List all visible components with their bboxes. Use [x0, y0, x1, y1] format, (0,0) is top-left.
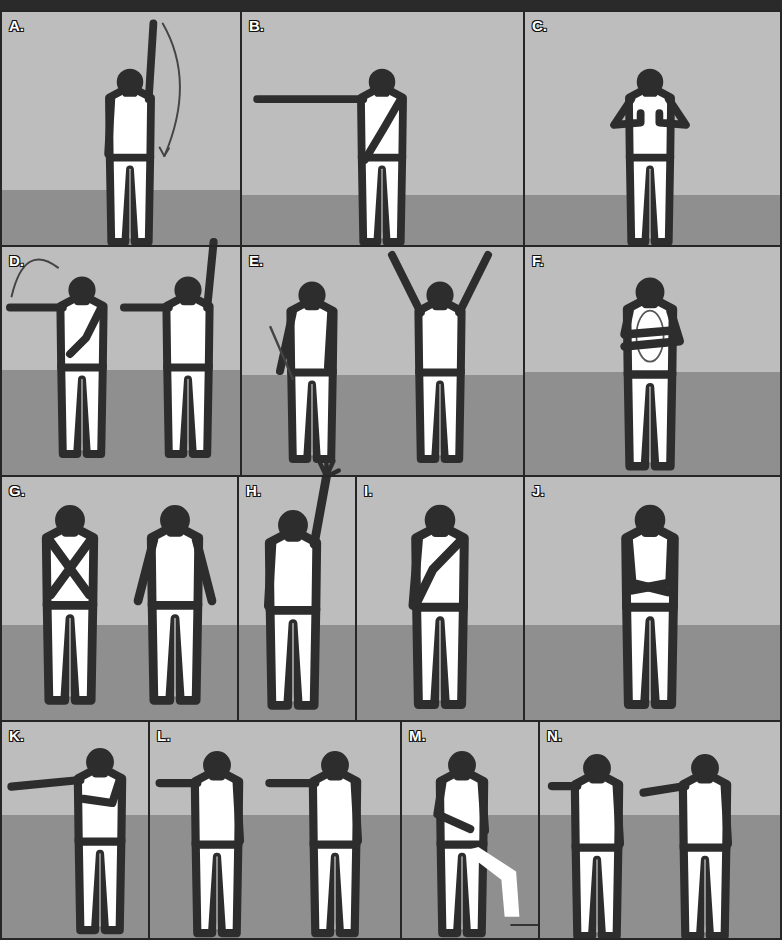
panel-letter: B.	[249, 17, 264, 34]
signal-panel: H.	[237, 475, 357, 722]
signal-panel: K.	[0, 720, 150, 940]
panel-letter: M.	[409, 727, 426, 744]
panel-letter: C.	[532, 17, 547, 34]
signal-panel: F.	[523, 245, 782, 477]
panel-letter: N.	[547, 727, 562, 744]
panel-letter: E.	[249, 252, 263, 269]
signal-panel: I.	[355, 475, 525, 722]
signal-panel: N.	[538, 720, 782, 940]
panel-letter: A.	[9, 17, 24, 34]
panel-letter: L.	[157, 727, 170, 744]
signal-panel: B.	[240, 10, 525, 247]
signal-panel: G.	[0, 475, 239, 722]
panel-letter: H.	[246, 482, 261, 499]
signal-panel: C.	[523, 10, 782, 247]
panel-letter: J.	[532, 482, 545, 499]
signal-panel: A.	[0, 10, 242, 247]
panel-letter: D.	[9, 252, 24, 269]
signal-panel: D.	[0, 245, 242, 477]
panel-letter: I.	[364, 482, 372, 499]
panel-letter: F.	[532, 252, 544, 269]
signal-panel: J.	[523, 475, 782, 722]
panel-letter: K.	[9, 727, 24, 744]
signal-panel: E.	[240, 245, 525, 477]
panel-letter: G.	[9, 482, 25, 499]
signal-panel: M.	[400, 720, 540, 940]
signal-panel: L.	[148, 720, 402, 940]
